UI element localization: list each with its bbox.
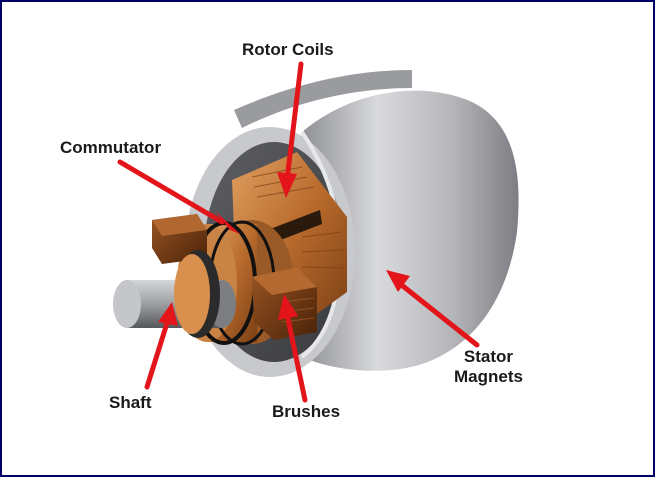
leader-arrows	[117, 61, 480, 403]
arrow-rotor-coils	[284, 61, 304, 183]
label-stator-line2: Magnets	[454, 367, 523, 386]
arrow-brushes	[284, 311, 308, 403]
arrow-stator	[391, 276, 480, 348]
stator-magnet	[302, 90, 519, 371]
arrow-shaft	[144, 317, 171, 390]
label-stator-line1: Stator	[463, 347, 514, 366]
label-stator-magnets: Stator Magnets	[454, 347, 523, 387]
label-brushes: Brushes	[272, 402, 341, 421]
label-shaft: Shaft	[109, 393, 152, 412]
arrow-commutator	[117, 159, 225, 225]
label-commutator: Commutator	[60, 138, 162, 157]
label-rotor-coils: Rotor Coils	[242, 40, 334, 59]
stator-back-edge	[234, 70, 412, 128]
